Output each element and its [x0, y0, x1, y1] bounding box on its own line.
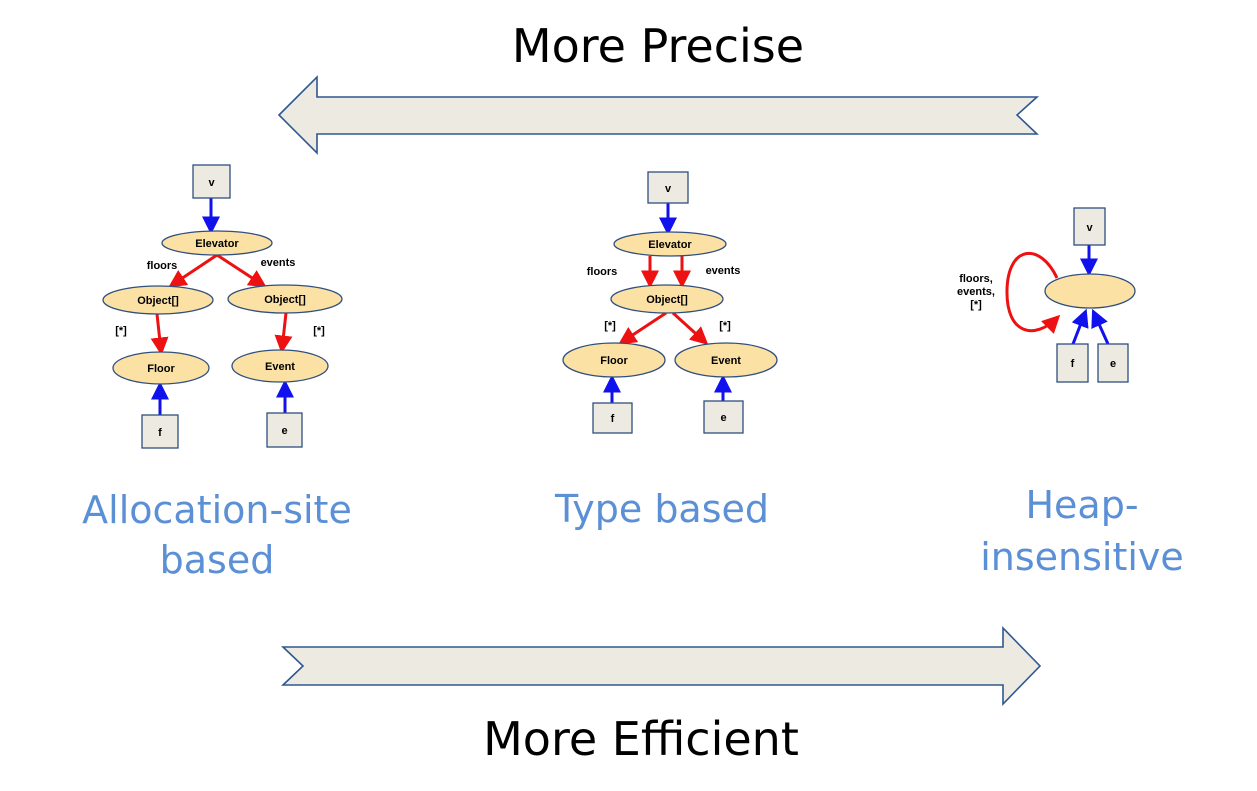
- variable-label-f: f: [1071, 358, 1075, 370]
- field-edge-floor-elements: [618, 311, 667, 345]
- edge-label-floors: floors: [147, 260, 178, 272]
- edge-label-event-elements: [*]: [313, 325, 325, 337]
- heap-node-floor: [112, 351, 210, 385]
- heap-node-label-floor: Floor: [147, 363, 175, 375]
- heap-node-elevator: [613, 231, 727, 257]
- heap-node-elevator: [161, 230, 273, 256]
- edge-label-event-elements: [*]: [719, 320, 731, 332]
- heap-insensitive-diagram: v f e floors, events, [*] Heap- insensit…: [957, 207, 1184, 579]
- variable-box-e: [1097, 343, 1129, 383]
- field-edge-floors: [168, 253, 218, 288]
- variable-label-v: v: [665, 183, 672, 195]
- heap-node-floors-array: [102, 285, 214, 315]
- points-to-edge-e: [1091, 308, 1110, 345]
- heap-node-summary: [1044, 273, 1136, 309]
- field-edge-event-elements: [671, 311, 709, 346]
- field-edge-events: [216, 253, 267, 288]
- heap-node-label-floor: Floor: [600, 355, 628, 367]
- variable-box-e: [703, 400, 744, 434]
- heap-node-label-elevator: Elevator: [648, 239, 692, 251]
- edge-label-events: events: [706, 265, 741, 277]
- variable-label-v: v: [208, 177, 215, 189]
- heap-node-event: [674, 342, 778, 378]
- edge-label-events: events: [261, 257, 296, 269]
- approach-label-type-based: Type based: [554, 487, 769, 531]
- heap-node-label-object-array: Object[]: [646, 294, 688, 306]
- heap-node-label-event: Event: [711, 355, 741, 367]
- approach-label-allocation-site: Allocation-site: [82, 488, 352, 532]
- heap-node-object-array: [610, 284, 724, 314]
- heap-node-floor: [562, 342, 666, 378]
- approach-label-heap-insensitive: Heap-: [1025, 483, 1138, 527]
- edge-label-floor-elements: [*]: [115, 325, 127, 337]
- heap-node-label-elevator: Elevator: [195, 238, 239, 250]
- points-to-edge-f: [1071, 308, 1089, 345]
- variable-box-v: [1073, 207, 1106, 246]
- right-arrow-banner: [280, 626, 1042, 706]
- variable-box-f: [1056, 343, 1089, 383]
- field-edge-event-elements: [274, 312, 293, 354]
- variable-label-e: e: [720, 412, 726, 424]
- edge-label-loop-line2: events,: [957, 286, 995, 298]
- allocation-site-diagram: v f e Elevator Object[] Object[] Floor E…: [82, 164, 352, 582]
- left-arrow-banner: [277, 75, 1040, 155]
- heap-node-label-floors-array: Object[]: [137, 295, 179, 307]
- more-precise-heading: More Precise: [512, 19, 804, 73]
- heap-node-event: [231, 349, 329, 383]
- more-efficient-heading: More Efficient: [483, 712, 799, 766]
- approach-label-heap-insensitive-line2: insensitive: [980, 535, 1184, 579]
- type-based-diagram: v f e Elevator Object[] Floor Event floo…: [554, 171, 778, 531]
- edge-label-floor-elements: [*]: [604, 320, 616, 332]
- variable-label-f: f: [158, 427, 162, 439]
- edge-label-loop-line3: [*]: [970, 299, 982, 311]
- edge-label-loop-line1: floors,: [959, 273, 993, 285]
- variable-label-f: f: [611, 413, 615, 425]
- heap-node-events-array: [227, 284, 343, 314]
- variable-box-v: [192, 164, 231, 199]
- variable-box-f: [141, 414, 179, 449]
- variable-box-e: [266, 412, 303, 448]
- variable-label-e: e: [1110, 358, 1116, 370]
- field-edge-self-loop: [1005, 251, 1061, 334]
- variable-label-e: e: [281, 425, 287, 437]
- variable-box-f: [592, 402, 633, 434]
- approach-label-allocation-site-line2: based: [160, 538, 275, 582]
- field-edge-floor-elements: [150, 313, 169, 356]
- variable-label-v: v: [1086, 222, 1093, 234]
- heap-node-label-events-array: Object[]: [264, 294, 306, 306]
- variable-box-v: [647, 171, 689, 204]
- heap-node-label-event: Event: [265, 361, 295, 373]
- edge-label-floors: floors: [587, 266, 618, 278]
